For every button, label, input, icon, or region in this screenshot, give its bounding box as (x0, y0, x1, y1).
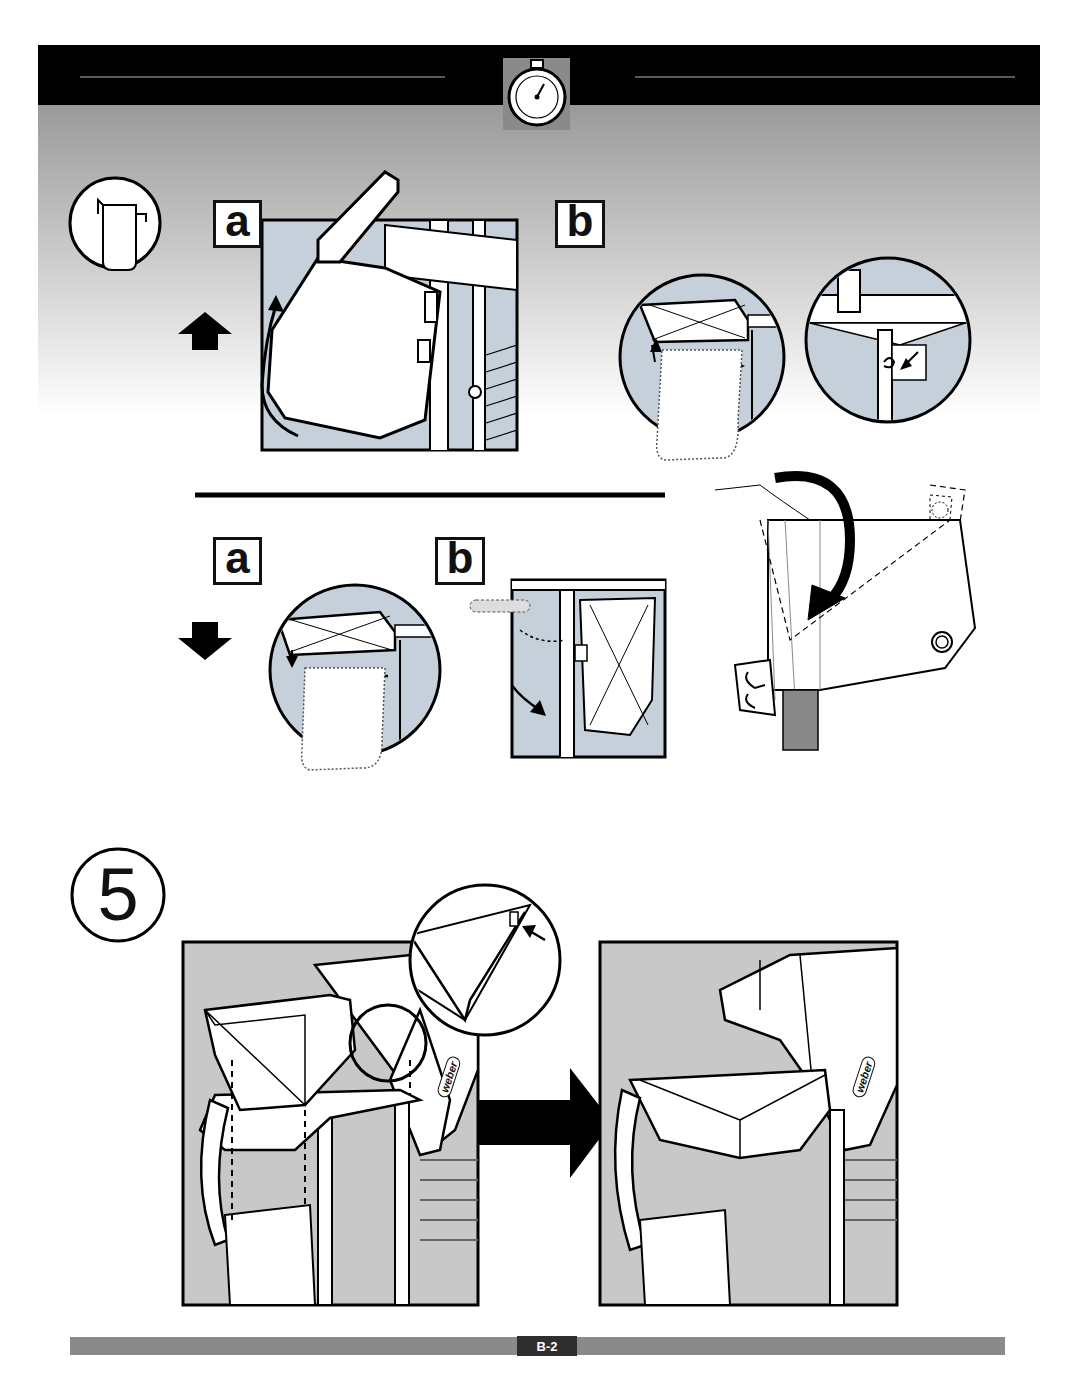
step-letter-box: a (213, 200, 262, 248)
brand-badge: weber (436, 1055, 462, 1099)
shelf-lift-panel (262, 172, 517, 460)
step-letter-box: b (435, 537, 485, 585)
page-number: B-2 (537, 1339, 558, 1354)
shelf-install-after (600, 942, 897, 1305)
step-number-circle: 5 (70, 847, 166, 943)
part-callout (70, 178, 160, 270)
step-letter: b (447, 536, 474, 580)
step-letter-box: b (555, 200, 605, 248)
bag-hook-detail (620, 275, 788, 460)
step-letter: a (225, 199, 249, 243)
footer-bar (70, 1337, 517, 1355)
step-letter-box: a (213, 537, 262, 585)
result-arrow (478, 1068, 612, 1178)
footer-bar (577, 1337, 1005, 1355)
brand-badge: weber (851, 1055, 877, 1099)
step-letter: b (567, 199, 594, 243)
page-number-tab: B-2 (517, 1336, 577, 1356)
step-number: 5 (97, 858, 138, 932)
bin-swing-panel (470, 580, 670, 760)
bracket-detail (715, 476, 975, 750)
hook-detail (800, 258, 980, 430)
step-letter: a (225, 536, 249, 580)
down-arrow (178, 622, 232, 660)
zoom-detail (410, 885, 560, 1035)
divider (195, 493, 665, 498)
up-arrow (178, 312, 232, 350)
bag-removal-detail (270, 585, 445, 770)
stopwatch-icon (503, 58, 570, 130)
